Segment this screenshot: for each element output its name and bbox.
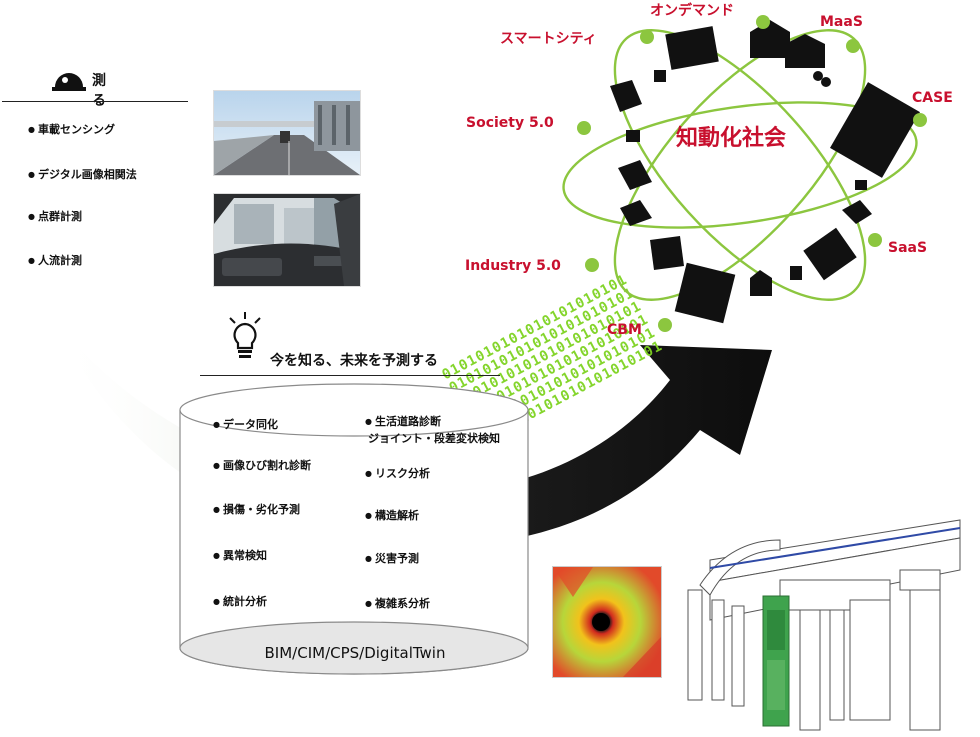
predict-divider xyxy=(200,375,500,376)
node-dot xyxy=(585,258,599,272)
platform-label: BIM/CIM/CPS/DigitalTwin xyxy=(264,644,446,662)
node-dot xyxy=(756,15,770,29)
label-society5: Society 5.0 xyxy=(466,115,554,131)
label-cbm: CBM xyxy=(607,322,642,338)
measure-item: 車載センシング xyxy=(28,121,115,137)
label-saas: SaaS xyxy=(888,240,928,256)
predict-item: 統計分析 xyxy=(213,593,267,609)
predict-item: 損傷・劣化予測 xyxy=(213,501,300,517)
node-dot xyxy=(846,39,860,53)
node-dot xyxy=(913,113,927,127)
label-case: CASE xyxy=(912,90,953,106)
predict-title: 今を知る、未来を予測する xyxy=(270,353,438,369)
label-industry5: Industry 5.0 xyxy=(465,258,561,274)
predict-item: 画像ひび割れ診断 xyxy=(213,457,311,473)
label-maas: MaaS xyxy=(820,14,863,30)
predict-item: 構造解析 xyxy=(365,507,419,523)
lightbulb-icon xyxy=(229,312,261,358)
highway-photo xyxy=(213,90,361,176)
predict-item: データ同化 xyxy=(213,416,278,432)
society-center-title: 知動化社会 xyxy=(676,126,787,151)
bridge-structure-model xyxy=(687,519,961,731)
node-dot xyxy=(640,30,654,44)
predict-item: 生活道路診断 xyxy=(365,413,441,429)
label-on-demand: オンデマンド xyxy=(650,3,734,19)
label-smart-city: スマートシティ xyxy=(500,31,597,47)
sensor-dome-icon xyxy=(52,73,86,91)
society-ring-diagram xyxy=(562,15,927,332)
orbit-ellipse xyxy=(613,29,867,301)
predict-item-sub: ジョイント・段差変状検知 xyxy=(368,432,500,445)
measure-divider xyxy=(2,101,188,102)
city-ring xyxy=(610,20,920,324)
node-dot xyxy=(577,121,591,135)
orbit-ellipse xyxy=(562,101,918,229)
predict-item: 災害予測 xyxy=(365,550,419,566)
predict-item: 複雑系分析 xyxy=(365,595,430,611)
measure-item: デジタル画像相関法 xyxy=(28,166,137,182)
measure-item: 人流計測 xyxy=(28,252,82,268)
predict-item: 異常検知 xyxy=(213,547,267,563)
node-dot xyxy=(868,233,882,247)
car-interior-photo xyxy=(213,193,361,287)
strain-heatmap-image xyxy=(552,566,662,678)
predict-item: リスク分析 xyxy=(365,465,430,481)
measure-item: 点群計測 xyxy=(28,208,82,224)
node-dot xyxy=(658,318,672,332)
database-cylinder xyxy=(179,383,529,675)
orbit-ellipse xyxy=(613,29,867,301)
